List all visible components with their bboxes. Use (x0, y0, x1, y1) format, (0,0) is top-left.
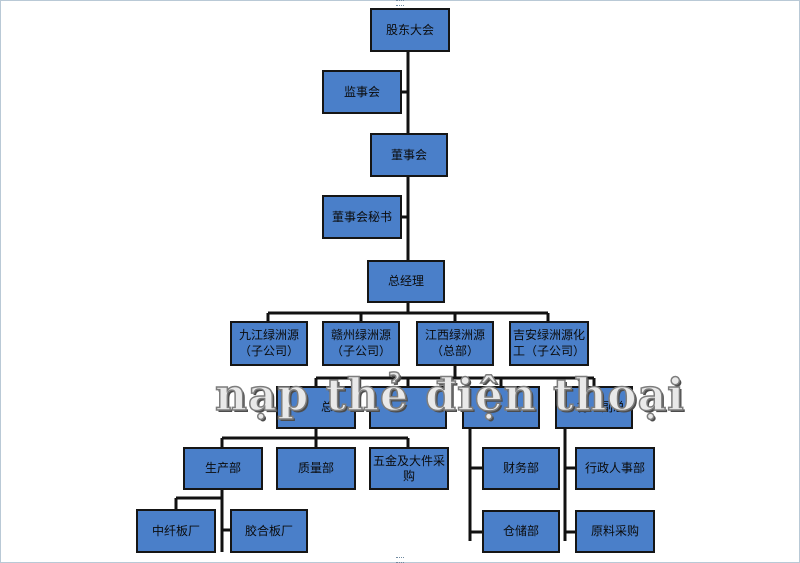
node-label: 原料采购 (590, 524, 639, 538)
node-label: 董事会秘书 (331, 209, 392, 224)
node-label: （子公司） (330, 344, 391, 358)
node-label: 江西绿洲源 (424, 328, 485, 342)
resize-handle-top[interactable] (396, 0, 404, 6)
node-label: 监事会 (343, 84, 380, 99)
node-label: 总经理 (387, 274, 424, 288)
node-production-dept[interactable]: 生产部 (183, 447, 263, 490)
node-label: （总部） (430, 344, 479, 358)
node-board-of-directors[interactable]: 董事会 (370, 133, 448, 177)
node-hardware-procurement[interactable]: 五金及大件采 购 (369, 447, 449, 490)
node-finance-dept[interactable]: 财务部 (482, 447, 560, 490)
node-label: 仓储部 (502, 524, 539, 538)
node-label: 胶合板厂 (244, 523, 293, 538)
node-headquarters-jiangxi[interactable]: 江西绿洲源 （总部） (416, 321, 494, 366)
node-shareholders-meeting[interactable]: 股东大会 (370, 8, 450, 52)
node-label: 生产部 (204, 461, 241, 475)
node-hr-admin-dept[interactable]: 行政人事部 (575, 447, 655, 490)
node-label: 总 (320, 400, 333, 414)
node-label: 股东大会 (385, 22, 434, 37)
node-fiber-board-factory[interactable]: 中纤板厂 (136, 509, 216, 553)
node-vp-second[interactable] (369, 386, 447, 429)
node-supervisory-board[interactable]: 监事会 (322, 70, 402, 114)
node-label: （子公司） (238, 344, 299, 358)
node-subsidiary-jiujiang[interactable]: 九江绿洲源 （子公司） (230, 321, 308, 366)
node-raw-material-procurement[interactable]: 原料采购 (575, 510, 655, 553)
node-quality-dept[interactable]: 质量部 (276, 447, 356, 490)
node-label: 质量部 (297, 461, 334, 475)
node-label: 中纤板厂 (151, 523, 200, 538)
node-label: 董事会 (390, 147, 427, 162)
node-label: 赣州绿洲源 (330, 328, 391, 342)
node-vp-production[interactable]: 总 (276, 386, 356, 429)
node-board-secretary[interactable]: 董事会秘书 (322, 195, 402, 239)
node-label: 财务部 (502, 461, 539, 475)
node-subsidiary-jian[interactable]: 吉安绿洲源化 工（子公司） (509, 321, 589, 366)
node-label: 行 副总 (576, 400, 625, 414)
node-warehouse-dept[interactable]: 仓储部 (482, 510, 560, 553)
node-label: 五金及大件采 (372, 453, 445, 468)
node-label: 九江绿洲源 (238, 328, 299, 342)
node-plywood-factory[interactable]: 胶合板厂 (230, 509, 308, 553)
node-label: 购 (402, 468, 415, 483)
node-label: 工（子公司） (512, 344, 585, 358)
watermark-text: nạp thẻ điện thoại (214, 369, 685, 422)
node-label: 行政人事部 (584, 461, 645, 475)
node-vp-finance[interactable] (462, 386, 540, 429)
node-label: 吉安绿洲源化 (512, 328, 585, 342)
node-subsidiary-ganzhou[interactable]: 赣州绿洲源 （子公司） (322, 321, 400, 366)
node-general-manager[interactable]: 总经理 (367, 260, 445, 303)
node-vp-admin[interactable]: 行 副总 (555, 386, 633, 429)
